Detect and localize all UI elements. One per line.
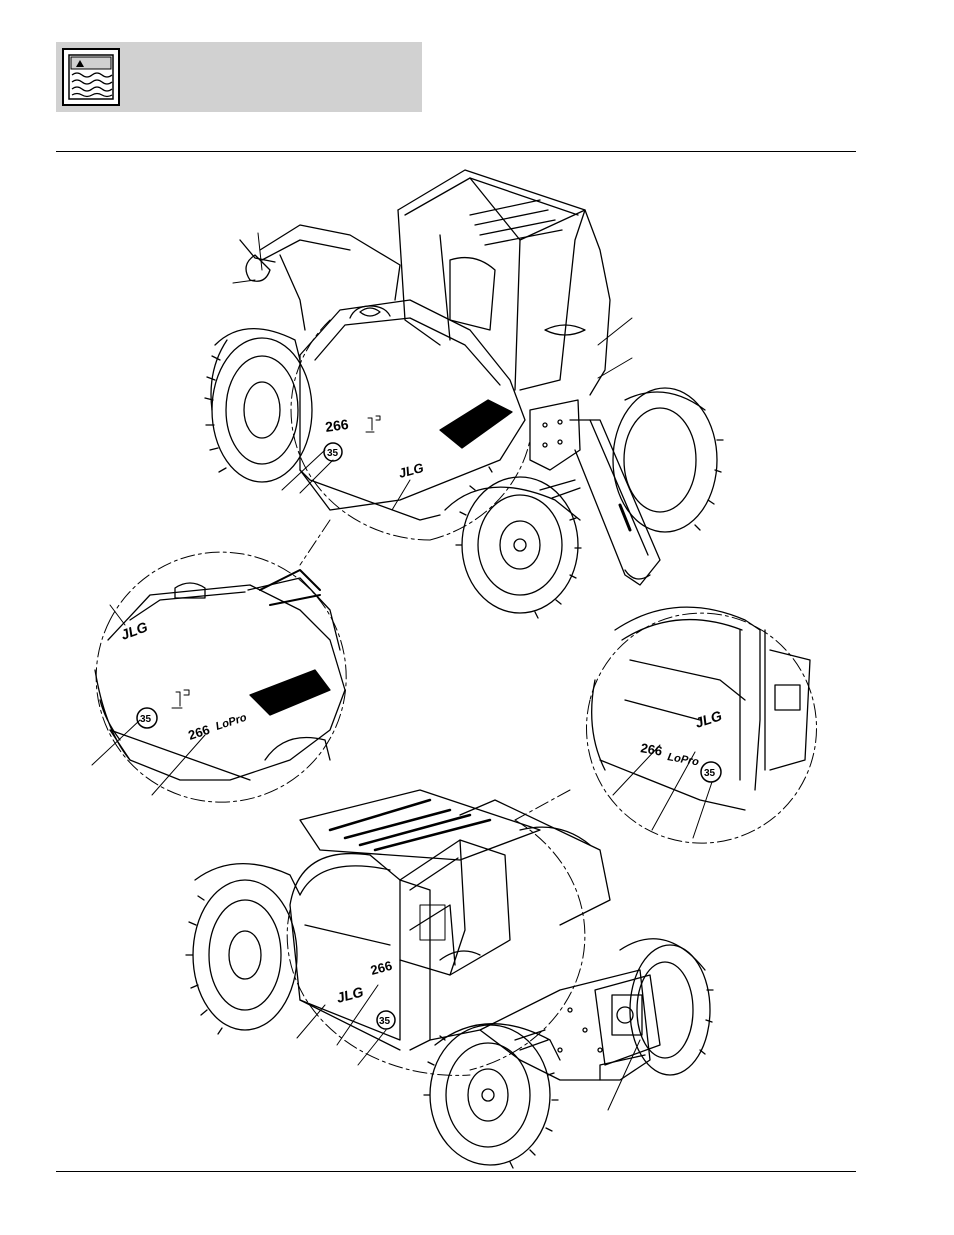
lopro-decal-right: LoPro: [666, 751, 700, 768]
detail-left: JLG 35 266 LoPro: [95, 552, 346, 802]
telehandler-front-view: 266 35 JLG: [205, 170, 723, 618]
svg-text:35: 35: [327, 448, 339, 459]
model-decal-top: 266: [324, 416, 350, 435]
brand-decal-right: JLG: [693, 707, 724, 731]
lopro-decal-left: LoPro: [214, 712, 248, 733]
model-decal-bottom: 266: [369, 958, 394, 978]
leader-lines-top: [233, 233, 632, 510]
wheel-left-rear: [212, 338, 312, 482]
brand-decal-top: JLG: [397, 460, 425, 481]
zoom-indicator-top: [291, 320, 530, 565]
svg-text:35: 35: [704, 768, 716, 779]
telehandler-rear-view: 266 JLG 35: [186, 790, 713, 1168]
detail-right: JLG 266 LoPro 35: [587, 607, 817, 843]
wheel-right-front: [462, 477, 578, 613]
svg-text:35: 35: [140, 714, 152, 725]
model-decal-left: 266: [186, 722, 211, 743]
brand-decal-bottom: JLG: [335, 983, 366, 1006]
svg-text:35: 35: [379, 1016, 391, 1027]
model-decal-right: 266: [639, 740, 663, 759]
